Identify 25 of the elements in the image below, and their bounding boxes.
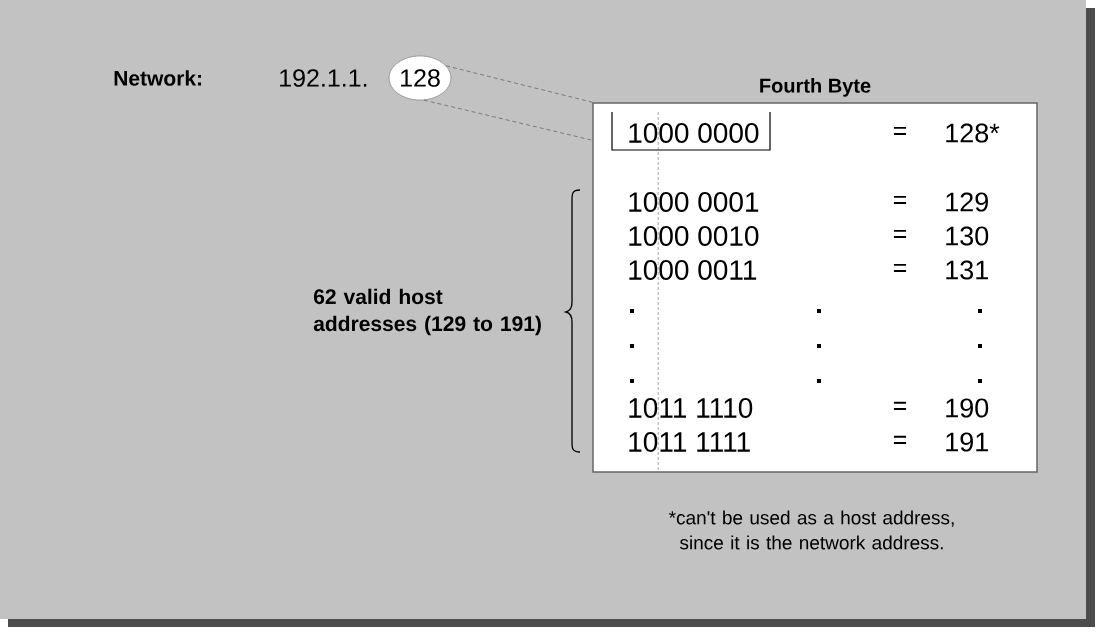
binary-value: 1000 0011 [629,260,757,280]
equals-sign: = [893,229,907,238]
leader-line [423,99,593,141]
brace-label: 62 valid host addresses (129 to 191) [313,288,541,336]
decimal-value: 190 [946,398,989,418]
decimal-value: 191 [946,432,988,452]
equals-sign: = [893,263,907,272]
equals-sign: = [893,435,907,444]
binary-value: 1011 1110 [629,398,753,418]
footnote: *can't be used as a host address, since it is the network address. [669,510,954,550]
equals-sign: = [893,126,907,135]
equals-sign: = [893,195,907,204]
decimal-value: 128* [946,123,1000,143]
leader-line [445,65,593,103]
binary-value: 1000 0000 [629,123,759,143]
circled-number: 128 [388,55,452,101]
binary-value: 1000 0010 [629,226,759,246]
decimal-value: 131 [946,260,988,280]
decimal-value: 129 [946,192,988,212]
decimal-value: 130 [946,226,989,246]
node-label: Fourth Byte [760,78,871,97]
binary-value: 1011 1111 [629,432,750,452]
label-text: Network: [114,70,202,86]
equals-sign: = [893,401,907,410]
binary-value: 1000 0001 [629,192,759,212]
